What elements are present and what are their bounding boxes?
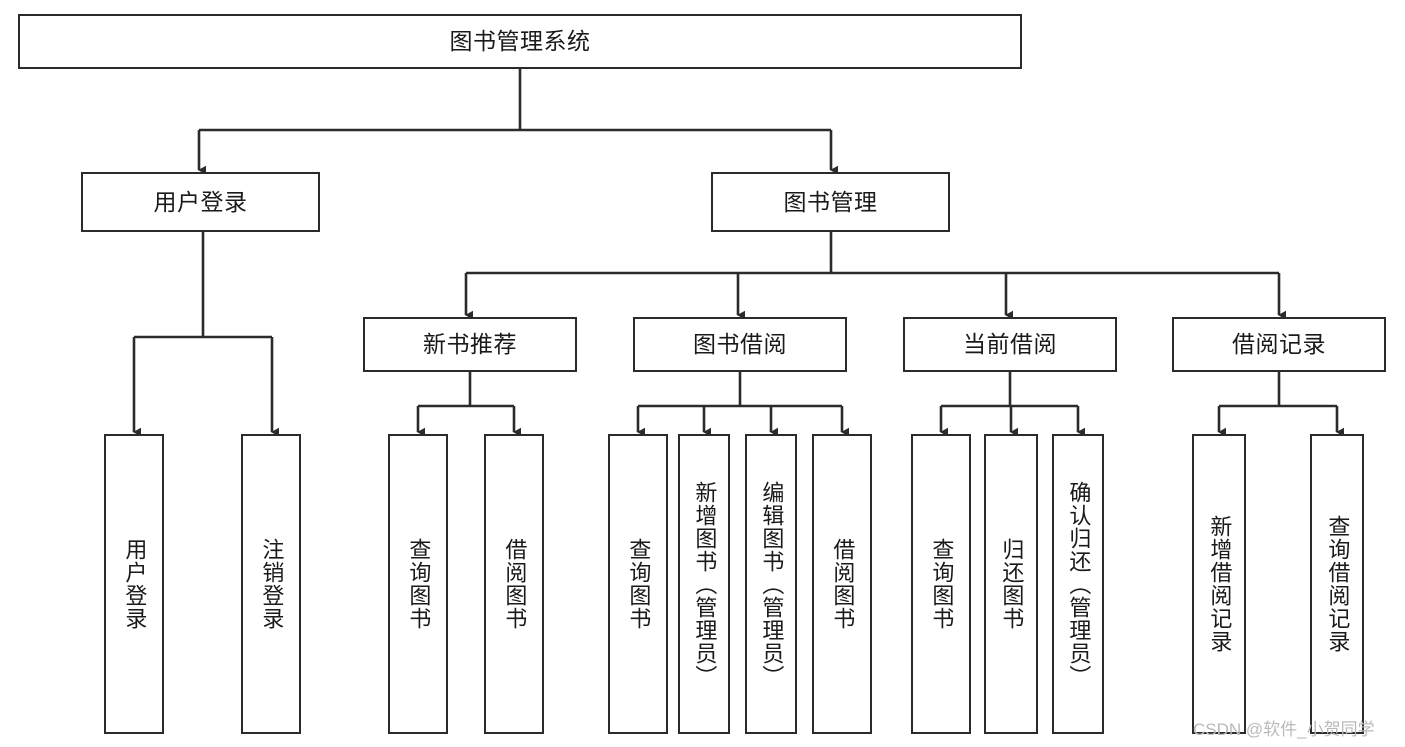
node-label: 借阅图书 [830, 538, 856, 630]
node-leaf-query-book-1[interactable]: 查询图书 [388, 434, 448, 734]
node-book-borrow[interactable]: 图书借阅 [633, 317, 847, 372]
node-root[interactable]: 图书管理系统 [18, 14, 1022, 69]
node-leaf-add-book[interactable]: 新增图书（管理员） [678, 434, 730, 734]
node-label: 查询图书 [929, 538, 955, 630]
node-leaf-logout[interactable]: 注销登录 [241, 434, 301, 734]
node-leaf-borrow-book-2[interactable]: 借阅图书 [812, 434, 872, 734]
node-label: 归还图书 [999, 538, 1025, 630]
node-label: 用户登录 [122, 538, 148, 630]
node-user-login[interactable]: 用户登录 [81, 172, 320, 232]
node-leaf-user-login[interactable]: 用户登录 [104, 434, 164, 734]
node-leaf-query-record[interactable]: 查询借阅记录 [1310, 434, 1364, 734]
node-leaf-query-book-3[interactable]: 查询图书 [911, 434, 971, 734]
node-current-borrow[interactable]: 当前借阅 [903, 317, 1117, 372]
node-label: 借阅记录 [1232, 331, 1326, 358]
node-label: 当前借阅 [963, 331, 1057, 358]
node-label: 新书推荐 [423, 331, 517, 358]
node-borrow-record[interactable]: 借阅记录 [1172, 317, 1386, 372]
node-leaf-return-book[interactable]: 归还图书 [984, 434, 1038, 734]
node-leaf-add-record[interactable]: 新增借阅记录 [1192, 434, 1246, 734]
node-label: 注销登录 [259, 538, 285, 630]
node-label: 图书管理 [783, 188, 878, 215]
node-label: 查询图书 [626, 538, 652, 630]
node-label: 编辑图书（管理员） [759, 480, 785, 688]
node-label: 查询借阅记录 [1325, 515, 1351, 653]
node-leaf-borrow-book-1[interactable]: 借阅图书 [484, 434, 544, 734]
node-leaf-confirm-return[interactable]: 确认归还（管理员） [1052, 434, 1104, 734]
node-label: 新增借阅记录 [1207, 515, 1233, 653]
node-book-manage[interactable]: 图书管理 [711, 172, 950, 232]
node-leaf-edit-book[interactable]: 编辑图书（管理员） [745, 434, 797, 734]
node-leaf-query-book-2[interactable]: 查询图书 [608, 434, 668, 734]
node-label: 图书管理系统 [449, 28, 591, 55]
node-label: 借阅图书 [502, 538, 528, 630]
node-label: 新增图书（管理员） [692, 480, 718, 688]
node-new-book-recommend[interactable]: 新书推荐 [363, 317, 577, 372]
node-label: 确认归还（管理员） [1066, 480, 1092, 688]
node-label: 查询图书 [406, 538, 432, 630]
node-label: 用户登录 [153, 188, 248, 215]
node-label: 图书借阅 [693, 331, 787, 358]
